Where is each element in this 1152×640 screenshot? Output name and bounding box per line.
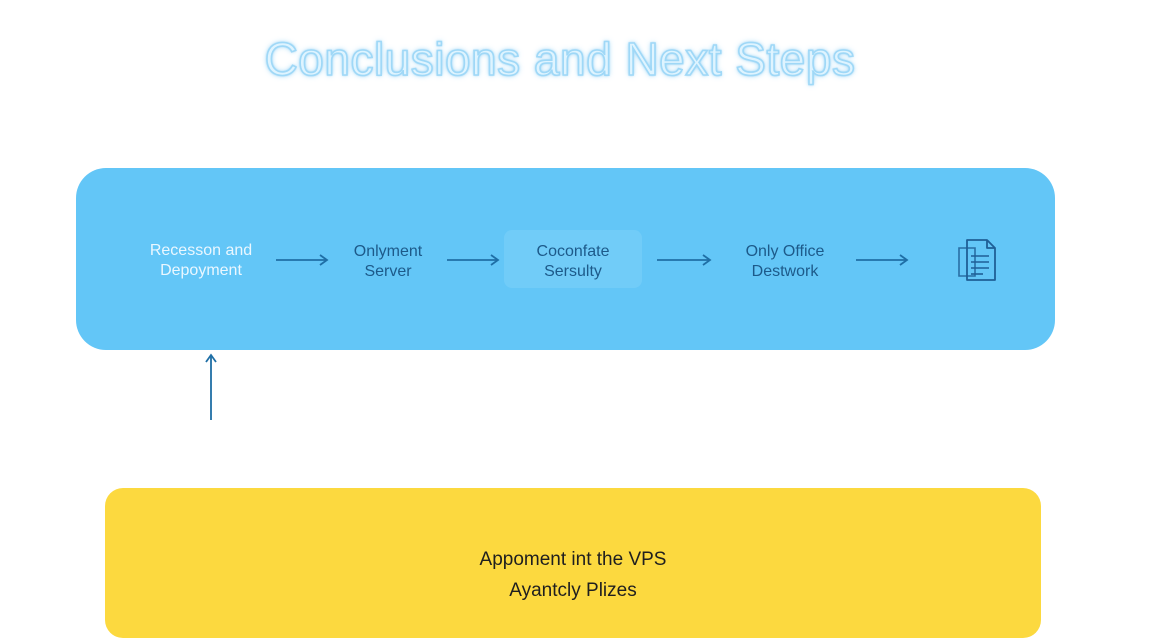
flow-step-4-line-2: Destwork bbox=[751, 263, 819, 280]
flow-arrow-4 bbox=[856, 253, 910, 267]
right-arrow-icon bbox=[856, 254, 909, 266]
document-icon bbox=[953, 236, 1003, 284]
flow-step-1-line-2: Depoyment bbox=[160, 262, 242, 279]
note-line-1: Appoment int the VPS bbox=[479, 549, 667, 570]
note-line-2: Ayantcly Plizes bbox=[509, 580, 637, 601]
flow-arrow-3 bbox=[657, 253, 713, 267]
flow-step-3: Coconfate Sersulty bbox=[504, 230, 642, 288]
flow-step-4-line-1: Only Office bbox=[745, 243, 825, 260]
flow-step-1-line-1: Recesson and bbox=[149, 242, 253, 259]
note-panel bbox=[105, 488, 1041, 638]
flow-step-1: Recesson and Depoyment bbox=[130, 241, 272, 281]
slide-title: Conclusions and Next Steps bbox=[264, 32, 856, 86]
flow-step-2: Onlyment Server bbox=[333, 242, 443, 282]
right-arrow-icon bbox=[276, 254, 329, 266]
up-arrow-icon bbox=[203, 352, 219, 422]
flow-step-4: Only Office Destwork bbox=[720, 242, 850, 282]
flow-step-3-line-1: Coconfate bbox=[536, 243, 610, 260]
flow-arrow-2 bbox=[447, 253, 501, 267]
flow-step-3-line-2: Sersulty bbox=[544, 263, 602, 280]
flow-step-2-line-1: Onlyment bbox=[353, 243, 423, 260]
flow-step-2-line-2: Server bbox=[364, 263, 412, 280]
flow-arrow-1 bbox=[276, 253, 330, 267]
right-arrow-icon bbox=[447, 254, 500, 266]
right-arrow-icon bbox=[657, 254, 712, 266]
